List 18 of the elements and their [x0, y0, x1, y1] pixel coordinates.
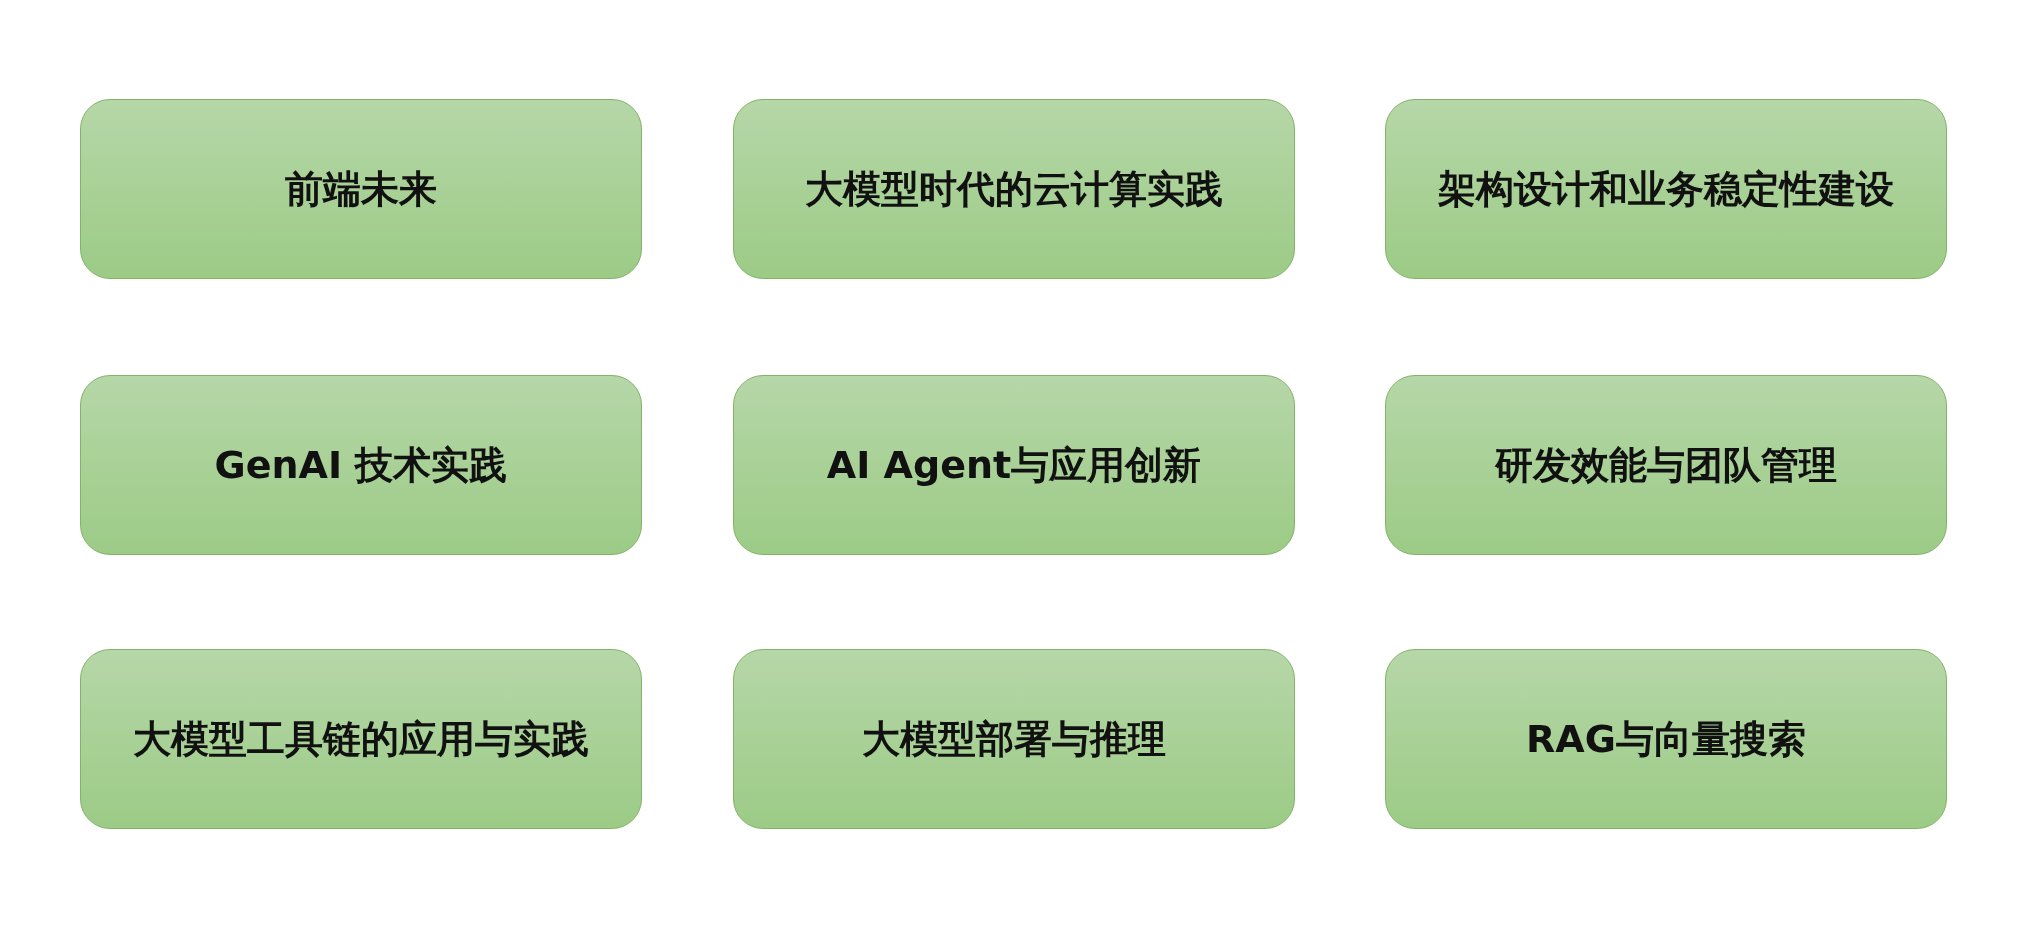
topic-label: 架构设计和业务稳定性建设	[1438, 165, 1894, 213]
topic-box	[733, 375, 1295, 555]
topic-label: 大模型部署与推理	[862, 715, 1166, 763]
topic-box	[80, 99, 642, 279]
topic-label: 前端未来	[285, 165, 437, 213]
topic-label: AI Agent与应用创新	[826, 441, 1202, 489]
topic-box	[1385, 99, 1947, 279]
topic-box	[733, 99, 1295, 279]
topic-label: 大模型时代的云计算实践	[805, 165, 1223, 213]
topic-label: RAG与向量搜索	[1526, 715, 1806, 763]
topic-box	[1385, 649, 1947, 829]
topic-label: GenAI 技术实践	[214, 441, 508, 489]
topic-box	[1385, 375, 1947, 555]
topic-label: 研发效能与团队管理	[1495, 441, 1837, 489]
topic-box	[80, 649, 642, 829]
topic-box	[733, 649, 1295, 829]
topic-box	[80, 375, 642, 555]
topic-label: 大模型工具链的应用与实践	[133, 715, 589, 763]
